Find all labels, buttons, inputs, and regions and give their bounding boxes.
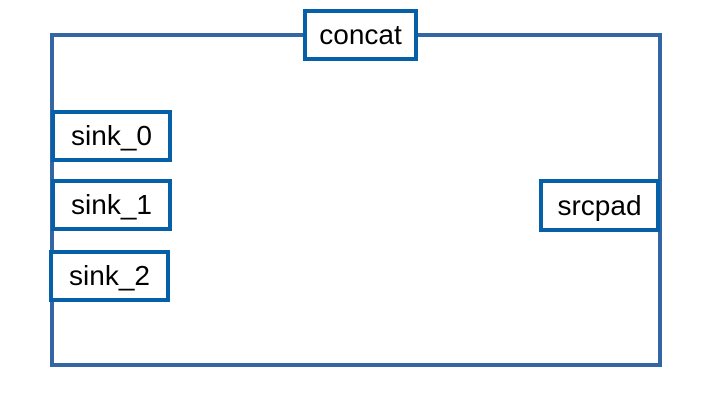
element-title-label: concat: [319, 19, 402, 50]
sink-pad-1: sink_1: [51, 179, 172, 231]
src-pad: srcpad: [539, 179, 660, 232]
sink-pad-2: sink_2: [49, 250, 170, 302]
sink-pad-0: sink_0: [51, 110, 172, 162]
src-pad-label: srcpad: [557, 189, 642, 221]
sink-pad-0-label: sink_0: [71, 120, 152, 151]
element-title: concat: [303, 9, 418, 61]
sink-pad-1-label: sink_1: [71, 189, 152, 220]
sink-pad-2-label: sink_2: [69, 260, 150, 291]
